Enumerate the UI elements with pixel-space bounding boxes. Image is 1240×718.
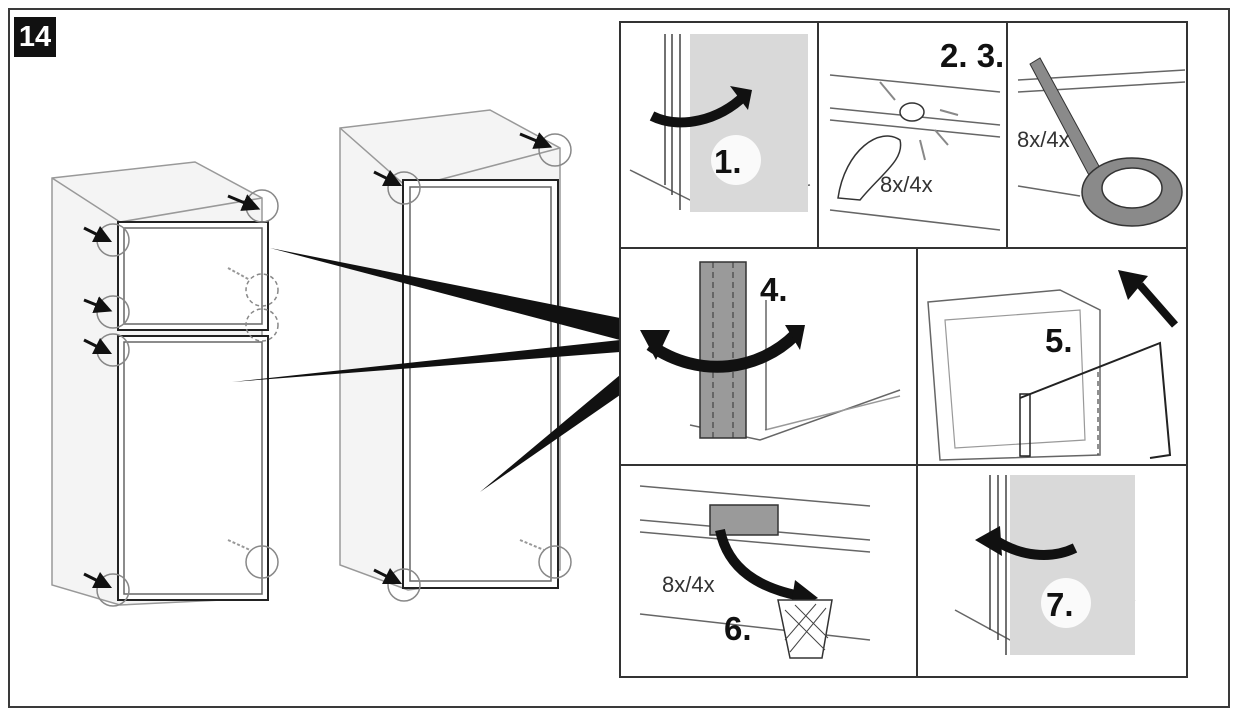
finger-icon	[837, 135, 902, 201]
two-door-fridge-illustration	[51, 161, 279, 607]
figure-number-badge: 14	[14, 17, 56, 57]
door-panel-shape-7	[1010, 475, 1135, 655]
seal-frame-shape	[1019, 341, 1172, 459]
step-label-2-3: 2. 3.	[940, 37, 1004, 74]
step-label-4: 4.	[760, 271, 788, 308]
panel-step-1: 1.	[629, 34, 811, 212]
curved-arrow-icon	[649, 92, 748, 128]
step-label-6: 6.	[724, 610, 752, 647]
step-label-5: 5.	[1045, 322, 1073, 359]
panel-step-2-3: 2. 3. 8x/4x 8x/4x	[829, 37, 1186, 231]
panel-step-4: 4.	[640, 261, 901, 441]
close-arrow-icon	[992, 535, 1078, 560]
insert-arrow-icon	[1136, 282, 1179, 328]
panel-step-7: 7.	[954, 475, 1136, 655]
single-door-fridge-illustration	[339, 109, 572, 602]
panel-step-5: 5.	[927, 270, 1179, 461]
panel-step-6: 8x/4x 6.	[639, 485, 871, 659]
count-label-b: 8x/4x	[1017, 127, 1070, 152]
step-label-1: 1.	[714, 143, 742, 180]
twist-arrow-icon	[646, 330, 800, 373]
door-panel-shape	[690, 34, 808, 212]
step-label-7: 7.	[1046, 586, 1074, 623]
count-label-a: 8x/4x	[880, 172, 933, 197]
seal-strip-shape	[699, 261, 747, 439]
count-label-6: 8x/4x	[662, 572, 715, 597]
remove-arrow-icon	[715, 528, 801, 601]
callout-wedges	[232, 248, 620, 492]
